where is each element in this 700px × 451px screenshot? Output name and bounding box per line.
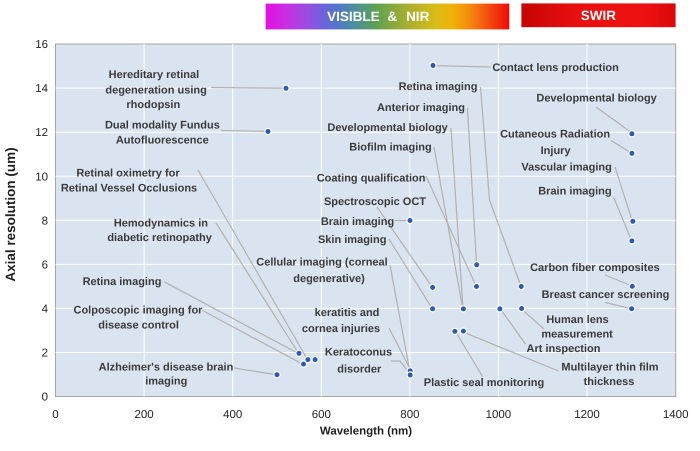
svg-text:VISIBLE: VISIBLE xyxy=(327,9,380,24)
svg-text:Axial resolution (um): Axial resolution (um) xyxy=(3,147,18,281)
svg-text:measurement: measurement xyxy=(541,328,613,340)
svg-text:Multilayer thin film: Multilayer thin film xyxy=(561,362,658,374)
svg-text:Alzheimer's disease brain: Alzheimer's disease brain xyxy=(99,362,234,374)
svg-text:SWIR: SWIR xyxy=(581,8,616,23)
svg-text:Hereditary retinal: Hereditary retinal xyxy=(109,69,199,81)
svg-text:Hemodynamics in: Hemodynamics in xyxy=(114,217,208,229)
svg-text:Vascular imaging: Vascular imaging xyxy=(521,161,611,173)
svg-text:4: 4 xyxy=(42,303,49,315)
svg-text:Human lens: Human lens xyxy=(546,314,608,326)
svg-text:keratitis and: keratitis and xyxy=(315,307,380,319)
svg-text:14: 14 xyxy=(35,83,48,95)
svg-text:rhodopsin: rhodopsin xyxy=(126,99,180,111)
svg-text:disease control: disease control xyxy=(98,320,179,332)
svg-text:800: 800 xyxy=(400,409,419,421)
svg-text:diabetic retinopathy: diabetic retinopathy xyxy=(107,232,212,244)
svg-text:Brain imaging: Brain imaging xyxy=(538,186,611,198)
svg-text:2: 2 xyxy=(42,348,48,360)
svg-text:8: 8 xyxy=(42,215,48,227)
svg-text:imaging: imaging xyxy=(145,376,187,388)
svg-text:Cutaneous Radiation: Cutaneous Radiation xyxy=(500,129,610,141)
svg-text:400: 400 xyxy=(223,409,242,421)
svg-text:0: 0 xyxy=(52,409,58,421)
svg-text:Spectroscopic OCT: Spectroscopic OCT xyxy=(324,196,426,208)
svg-text:Retinal oximetry for: Retinal oximetry for xyxy=(76,168,180,180)
svg-text:Colposcopic imaging for: Colposcopic imaging for xyxy=(74,304,204,316)
svg-text:Art inspection: Art inspection xyxy=(527,343,601,355)
svg-text:Autofluorescence: Autofluorescence xyxy=(116,134,209,146)
svg-text:disorder: disorder xyxy=(337,363,382,375)
svg-text:cornea injuries: cornea injuries xyxy=(302,323,380,335)
svg-text:1400: 1400 xyxy=(663,409,689,421)
svg-text:Anterior imaging: Anterior imaging xyxy=(377,102,465,114)
svg-text:Breast cancer screening: Breast cancer screening xyxy=(542,289,670,301)
svg-text:degeneration using: degeneration using xyxy=(105,84,206,96)
svg-text:Plastic seal monitoring: Plastic seal monitoring xyxy=(424,377,544,389)
svg-text:10: 10 xyxy=(35,171,48,183)
svg-text:Contact lens production: Contact lens production xyxy=(492,62,619,74)
svg-text:Dual modality Fundus: Dual modality Fundus xyxy=(105,120,220,132)
svg-text:Retinal Vessel Occlusions: Retinal Vessel Occlusions xyxy=(61,183,197,195)
svg-text:Skin imaging: Skin imaging xyxy=(318,234,386,246)
svg-text:1200: 1200 xyxy=(574,409,600,421)
svg-text:NIR: NIR xyxy=(406,9,430,24)
svg-text:6: 6 xyxy=(42,259,48,271)
svg-text:12: 12 xyxy=(35,127,48,139)
svg-text:0: 0 xyxy=(42,392,48,404)
svg-text:Developmental biology: Developmental biology xyxy=(536,92,657,104)
svg-text:200: 200 xyxy=(135,409,154,421)
svg-text:16: 16 xyxy=(35,39,48,51)
svg-text:Cellular imaging (corneal: Cellular imaging (corneal xyxy=(256,257,387,269)
svg-text:Keratoconus: Keratoconus xyxy=(325,346,392,358)
svg-text:Retina imaging: Retina imaging xyxy=(399,81,478,93)
svg-text:Coating qualification: Coating qualification xyxy=(317,173,426,185)
svg-text:Retina imaging: Retina imaging xyxy=(83,276,162,288)
svg-text:Carbon fiber composites: Carbon fiber composites xyxy=(530,262,660,274)
svg-text:Wavelength (nm): Wavelength (nm) xyxy=(320,426,412,438)
svg-text:thickness: thickness xyxy=(584,376,635,388)
svg-text:Developmental biology: Developmental biology xyxy=(327,122,448,134)
svg-text:1000: 1000 xyxy=(486,409,512,421)
svg-text:Biofilm imaging: Biofilm imaging xyxy=(349,142,432,154)
svg-text:Brain imaging: Brain imaging xyxy=(321,216,394,228)
svg-text:degenerative): degenerative) xyxy=(293,273,365,285)
svg-text:Injury: Injury xyxy=(541,145,572,157)
svg-text:600: 600 xyxy=(312,409,331,421)
svg-text:&: & xyxy=(387,9,397,24)
